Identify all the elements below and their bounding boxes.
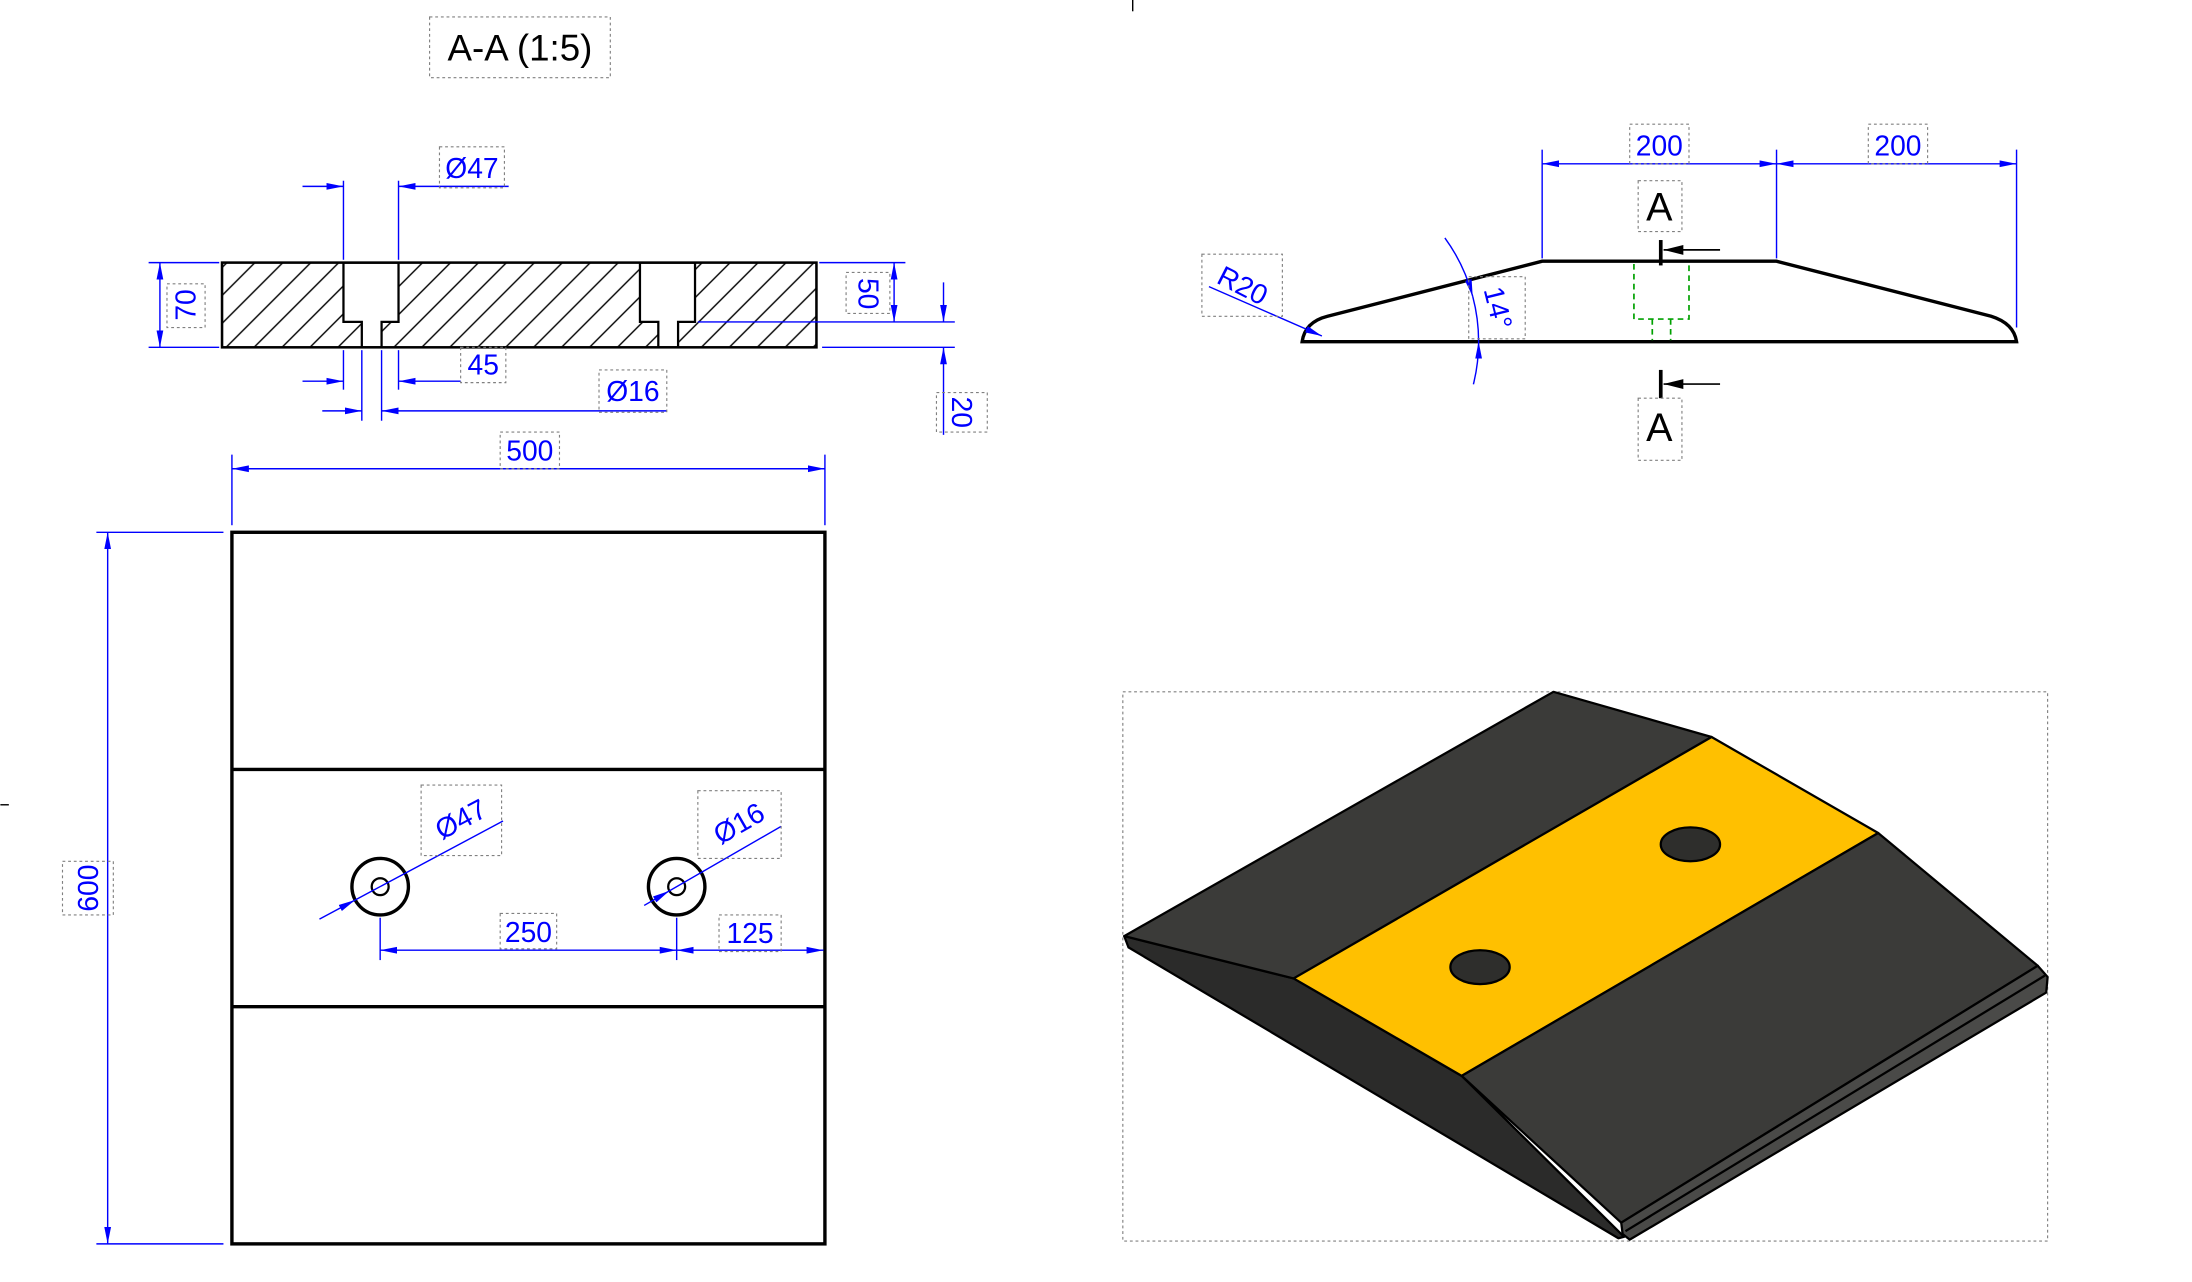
dim-text: 125 xyxy=(727,917,774,949)
dim-text: 45 xyxy=(468,348,499,380)
dim-edge-offset: 125 xyxy=(676,914,824,954)
label-box xyxy=(1637,397,1683,461)
counterbore-circle-right xyxy=(646,856,707,917)
section-label: A xyxy=(1646,406,1673,450)
side-view: A A 200 200 R20 xyxy=(1201,123,2019,461)
section-body-hatched xyxy=(222,262,817,348)
section-view-a-a: A-A (1:5) Ø47 70 50 xyxy=(148,16,988,526)
dim-text-box xyxy=(697,790,782,859)
dim-text: 250 xyxy=(505,916,552,948)
dim-text: Ø47 xyxy=(445,152,498,184)
dim-text: Ø16 xyxy=(708,796,770,850)
dim-text: 20 xyxy=(946,397,978,428)
dim-text: 50 xyxy=(853,278,885,309)
dim-depth-20: 20 xyxy=(822,282,988,435)
leader-line xyxy=(319,899,356,920)
dim-fillet-radius: R20 xyxy=(1201,253,1323,337)
leader-line xyxy=(354,820,504,901)
hidden-counterbore xyxy=(1633,264,1690,320)
dim-text-box xyxy=(1629,123,1690,165)
plan-view: Ø47 Ø16 250 125 600 xyxy=(61,530,827,1246)
dim-text-box xyxy=(1201,253,1283,317)
view-frame xyxy=(1122,691,2049,1242)
plan-outline xyxy=(230,530,827,1246)
view-title: A-A (1:5) xyxy=(448,28,593,69)
section-label: A xyxy=(1646,186,1673,230)
mount-hole-back xyxy=(1659,826,1722,863)
label-box xyxy=(1637,180,1683,233)
dim-hole-spacing: 250 xyxy=(379,912,678,961)
angle-arc xyxy=(1472,296,1480,342)
dim-length: 600 xyxy=(61,531,224,1245)
section-marker-top: A xyxy=(1637,180,1721,266)
dim-text-box xyxy=(460,346,507,384)
dim-text-box xyxy=(61,860,114,916)
dim-text: 500 xyxy=(506,434,553,466)
dim-counterbore-diameter: Ø47 xyxy=(302,146,509,260)
dim-thickness: 70 xyxy=(148,261,220,349)
dim-text-box xyxy=(1867,123,1929,165)
dim-plan-counterbore-diameter: Ø47 xyxy=(319,784,504,920)
angle-arc xyxy=(1444,237,1474,297)
dim-text-box xyxy=(420,784,503,857)
dim-text-box xyxy=(166,283,206,329)
angle-arc xyxy=(1472,341,1483,385)
section-marker-bottom: A xyxy=(1637,369,1721,461)
dim-text-box xyxy=(499,912,558,950)
hole-circle-right xyxy=(667,877,687,897)
dim-text: 200 xyxy=(1874,129,1921,161)
isometric-view xyxy=(1122,690,2049,1242)
leader-line xyxy=(1208,285,1323,337)
leader-line xyxy=(668,825,782,892)
view-title-box xyxy=(429,16,611,79)
counterbore-circle-left xyxy=(350,856,411,917)
dim-text: Ø47 xyxy=(430,792,492,845)
dim-text-box xyxy=(438,146,505,189)
leader-line xyxy=(643,890,670,907)
dim-45: 45 xyxy=(302,346,507,390)
dim-top-width: 200 xyxy=(1541,123,1778,259)
dim-text: 600 xyxy=(72,865,104,912)
fillet-edge-line xyxy=(1624,974,2046,1233)
dim-hole-diameter: Ø16 xyxy=(322,350,668,421)
hidden-hole xyxy=(1651,319,1672,341)
ramp-profile xyxy=(1300,259,2019,344)
dim-text: Ø16 xyxy=(606,375,659,407)
dim-ramp-width: 200 xyxy=(1776,123,2018,328)
dim-plan-hole-diameter: Ø16 xyxy=(643,790,782,907)
dim-text: R20 xyxy=(1213,259,1274,311)
dim-depth-50: 50 xyxy=(697,261,955,323)
section-outline xyxy=(220,261,818,349)
dim-text-box xyxy=(718,914,782,953)
dim-text-box xyxy=(845,271,891,315)
dim-text-box xyxy=(935,391,988,433)
dim-text: 70 xyxy=(169,289,201,320)
mount-hole-front xyxy=(1449,949,1511,986)
dim-text-box xyxy=(499,431,561,470)
hole-circle-left xyxy=(370,877,390,897)
dim-text: 200 xyxy=(1636,129,1683,161)
dim-text-box xyxy=(598,369,668,413)
dim-width: 500 xyxy=(231,431,826,526)
